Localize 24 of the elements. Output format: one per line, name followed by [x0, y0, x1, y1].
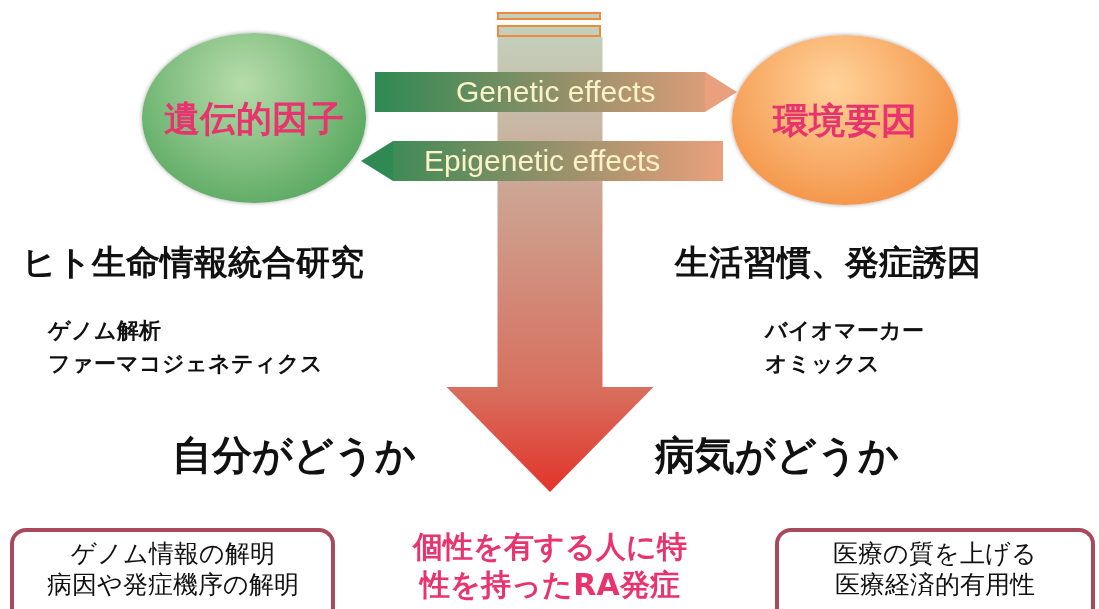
stripe-bar [497, 25, 601, 37]
item-text: バイオマーカー [765, 317, 924, 345]
outcome-text: 医療の質を上げる [833, 538, 1037, 570]
heading-text: 病気がどうか [655, 431, 899, 480]
outcome-text: ゲノム情報の解明 [70, 538, 275, 570]
stripe-bar [497, 12, 601, 20]
factor-label: 遺伝的因子 [164, 96, 344, 141]
outcome-text: 医療経済的有用性 [835, 569, 1035, 601]
edge-label: Epigenetic effects [424, 146, 661, 176]
item-text: オミックス [765, 350, 880, 378]
heading-text: ヒト生命情報統合研究 [22, 241, 364, 284]
factor-label: 環境要因 [773, 98, 917, 143]
outcome-box [775, 528, 1095, 609]
item-text: ゲノム解析 [48, 317, 161, 345]
edge-label: Genetic effects [456, 77, 656, 107]
outcome-text: 病因や発症機序の解明 [46, 569, 299, 601]
outcome-text: 個性を有する人に特性を持ったRA発症 [411, 528, 688, 603]
ribbon-arrow [361, 141, 723, 181]
ribbon-arrow [375, 72, 737, 112]
item-text: ファーマコジェネティクス [48, 350, 323, 378]
heading-text: 生活習慣、発症誘因 [675, 241, 981, 284]
outcome-box [10, 528, 335, 609]
heading-text: 自分がどうか [172, 431, 416, 480]
block-arrow [446, 37, 654, 492]
